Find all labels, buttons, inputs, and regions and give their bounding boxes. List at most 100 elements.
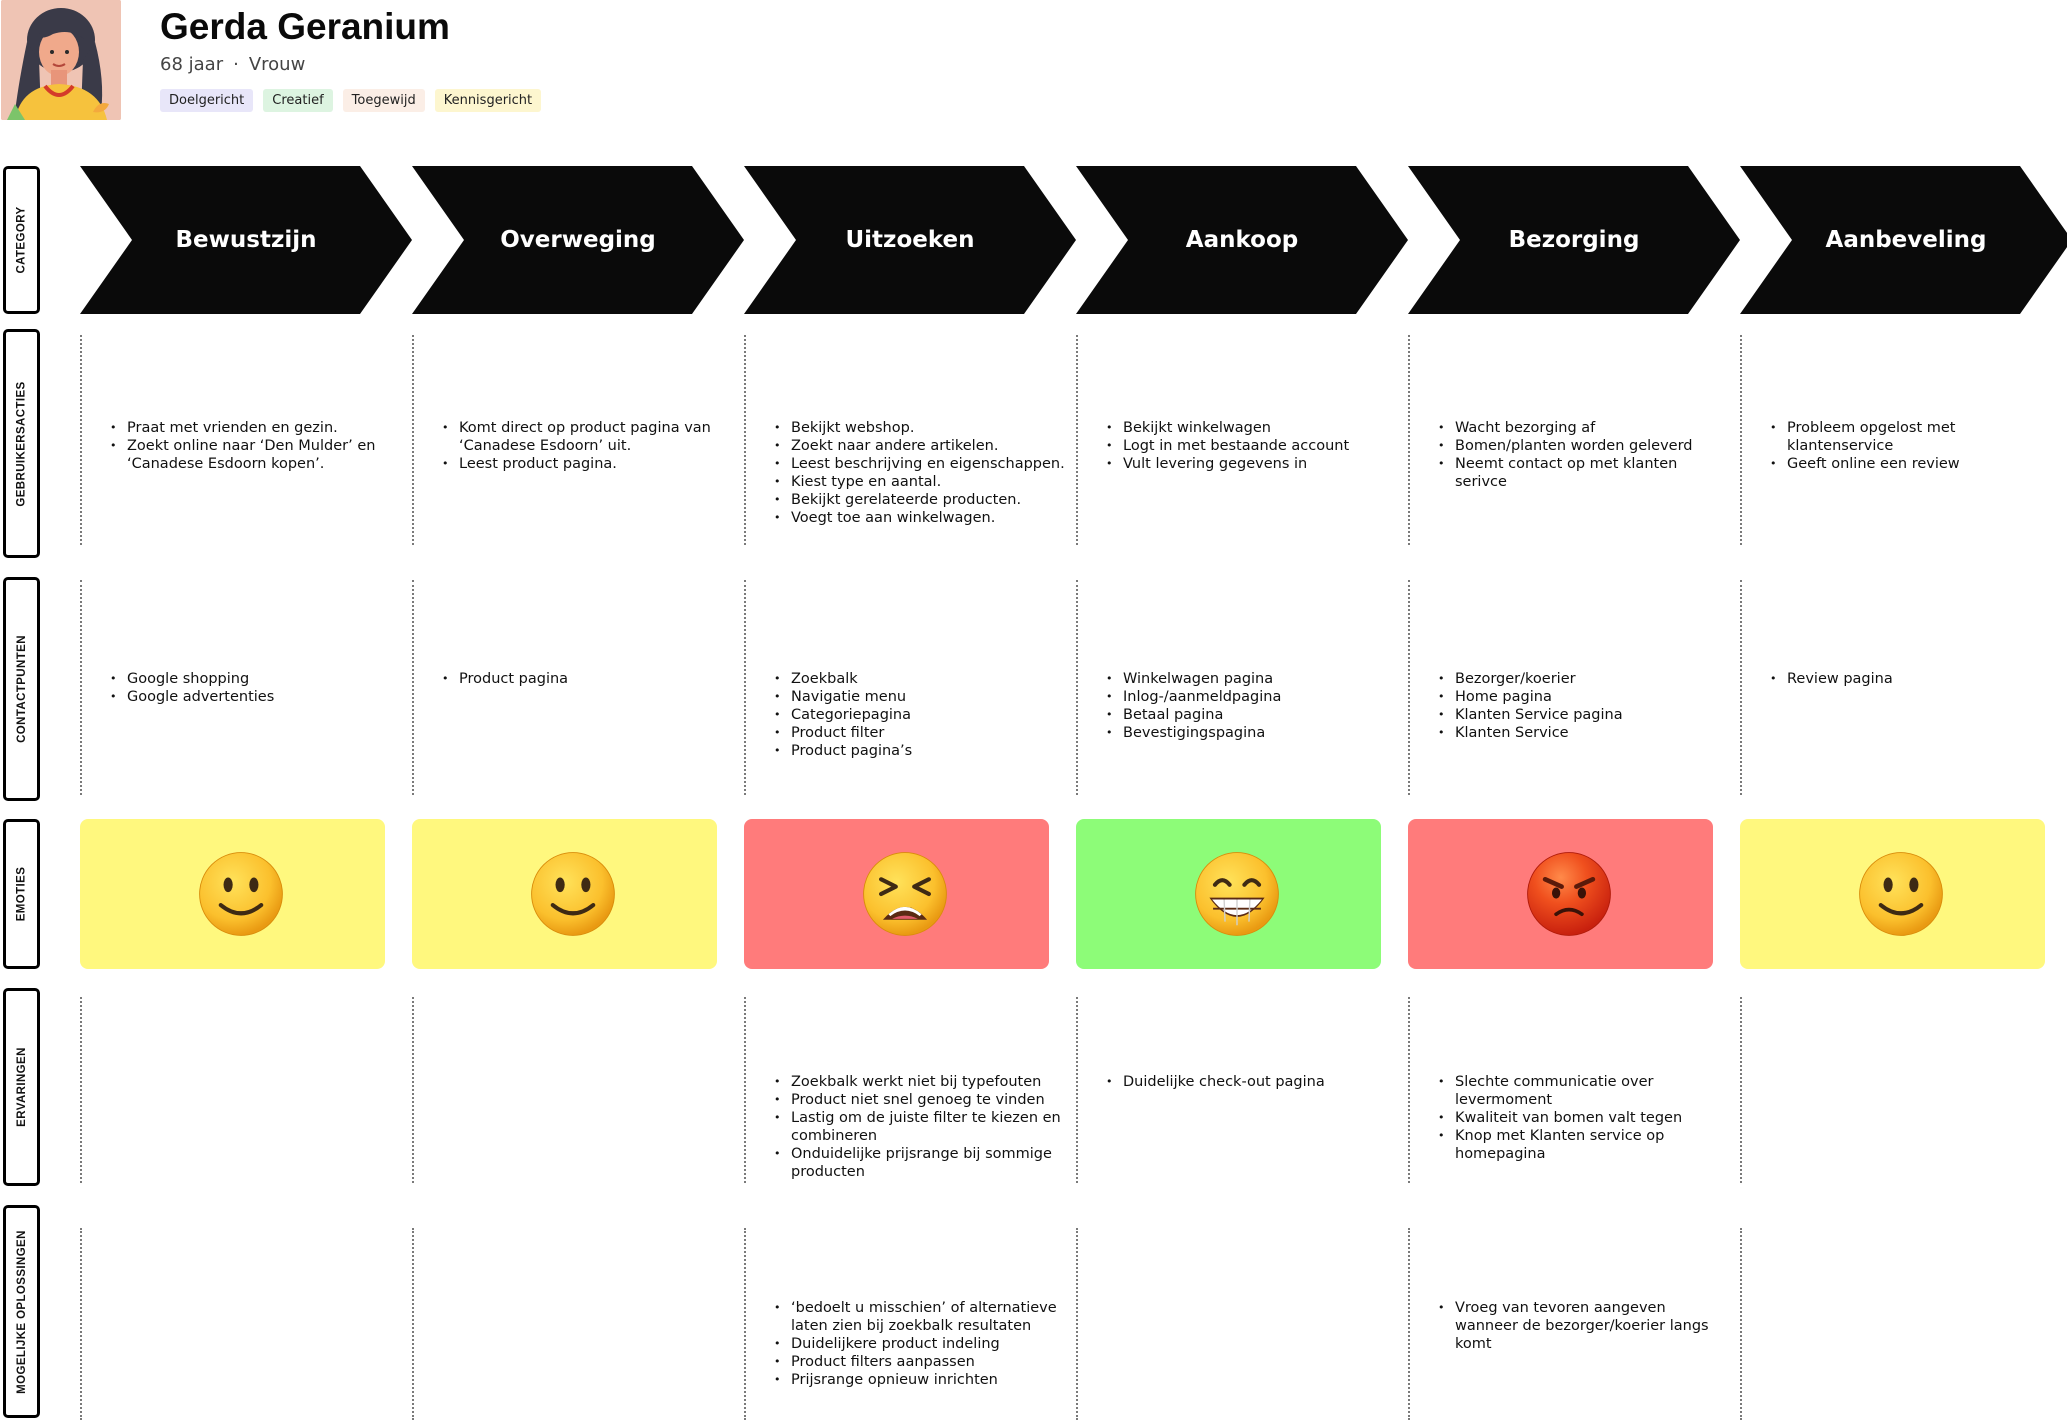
list-item: Geeft online een review bbox=[1770, 455, 2065, 473]
list-item: Bekijkt gerelateerde producten. bbox=[774, 491, 1069, 509]
row-label-category-text: CATEGORY bbox=[15, 206, 28, 274]
row-label-category: CATEGORY bbox=[3, 166, 40, 314]
solutions-cell-bewustzijn bbox=[80, 1228, 411, 1420]
row-label-solutions-text: MOGELIJKE OPLOSSINGEN bbox=[15, 1229, 28, 1394]
row-label-emotions-text: EMOTIES bbox=[15, 866, 28, 922]
solutions-list: ‘bedoelt u misschien’ of alternatieve la… bbox=[774, 1299, 1069, 1389]
slightly-smiling-face-icon bbox=[195, 848, 287, 940]
stage-uitzoeken: Uitzoeken bbox=[744, 166, 1076, 314]
list-item: Categoriepagina bbox=[774, 706, 1069, 724]
actions-cell-bewustzijn: Praat met vrienden en gezin.Zoekt online… bbox=[80, 335, 411, 545]
actions-list: Wacht bezorging afBomen/planten worden g… bbox=[1438, 419, 1733, 491]
emotion-card-uitzoeken bbox=[744, 819, 1049, 969]
list-item: Praat met vrienden en gezin. bbox=[110, 419, 405, 437]
list-item: Product filter bbox=[774, 724, 1069, 742]
stage-label: Uitzoeken bbox=[845, 227, 975, 253]
stage-chevron-shape bbox=[1076, 166, 1408, 314]
touchpoints-cell-aankoop: Winkelwagen paginaInlog-/aanmeldpaginaBe… bbox=[1076, 580, 1407, 795]
list-item: Duidelijke check-out pagina bbox=[1106, 1073, 1401, 1091]
list-item: Winkelwagen pagina bbox=[1106, 670, 1401, 688]
row-label-actions: GEBRUIKERSACTIES bbox=[3, 329, 40, 558]
touchpoints-cell-uitzoeken: ZoekbalkNavigatie menuCategoriepaginaPro… bbox=[744, 580, 1075, 795]
stage-aanbeveling: Aanbeveling bbox=[1740, 166, 2067, 314]
list-item: Wacht bezorging af bbox=[1438, 419, 1733, 437]
solutions-cell-bezorging: Vroeg van tevoren aangeven wanneer de be… bbox=[1408, 1228, 1739, 1420]
emotion-card-aanbeveling bbox=[1740, 819, 2045, 969]
tired-face-icon bbox=[859, 848, 951, 940]
solutions-cell-uitzoeken: ‘bedoelt u misschien’ of alternatieve la… bbox=[744, 1228, 1075, 1420]
row-label-experiences: ERVARINGEN bbox=[3, 988, 40, 1186]
actions-cell-bezorging: Wacht bezorging afBomen/planten worden g… bbox=[1408, 335, 1739, 545]
actions-list: Bekijkt winkelwagenLogt in met bestaande… bbox=[1106, 419, 1401, 473]
list-item: Vult levering gegevens in bbox=[1106, 455, 1401, 473]
slightly-smiling-face-icon bbox=[527, 848, 619, 940]
list-item: Zoekbalk werkt niet bij typefouten bbox=[774, 1073, 1069, 1091]
experiences-list: Zoekbalk werkt niet bij typefoutenProduc… bbox=[774, 1073, 1069, 1181]
persona-tags: Doelgericht Creatief Toegewijd Kennisgerich… bbox=[160, 89, 542, 112]
list-item: Onduidelijke prijsrange bij sommige prod… bbox=[774, 1145, 1069, 1181]
actions-cell-uitzoeken: Bekijkt webshop.Zoekt naar andere artike… bbox=[744, 335, 1075, 545]
list-item: Probleem opgelost met klantenservice bbox=[1770, 419, 2065, 455]
list-item: Prijsrange opnieuw inrichten bbox=[774, 1371, 1069, 1389]
tag-toegewijd: Toegewijd bbox=[342, 89, 425, 112]
list-item: Voegt toe aan winkelwagen. bbox=[774, 509, 1069, 527]
touchpoints-cell-bezorging: Bezorger/koerierHome paginaKlanten Servi… bbox=[1408, 580, 1739, 795]
stage-overweging: Overweging bbox=[412, 166, 744, 314]
row-label-actions-text: GEBRUIKERSACTIES bbox=[15, 380, 28, 507]
list-item: Slechte communicatie over levermoment bbox=[1438, 1073, 1733, 1109]
tag-creatief: Creatief bbox=[263, 89, 333, 112]
list-item: Leest beschrijving en eigenschappen. bbox=[774, 455, 1069, 473]
experiences-cell-overweging bbox=[412, 997, 743, 1183]
touchpoints-list: Bezorger/koerierHome paginaKlanten Servi… bbox=[1438, 670, 1733, 742]
actions-list: Komt direct op product pagina van ‘Canad… bbox=[442, 419, 737, 473]
list-item: Google advertenties bbox=[110, 688, 405, 706]
experiences-cell-bewustzijn bbox=[80, 997, 411, 1183]
list-item: Klanten Service bbox=[1438, 724, 1733, 742]
list-item: Neemt contact op met klanten serivce bbox=[1438, 455, 1733, 491]
experiences-cell-aanbeveling bbox=[1740, 997, 2067, 1183]
actions-list: Probleem opgelost met klantenserviceGeef… bbox=[1770, 419, 2065, 473]
list-item: Duidelijkere product indeling bbox=[774, 1335, 1069, 1353]
emotion-card-bewustzijn bbox=[80, 819, 385, 969]
stage-label: Bezorging bbox=[1508, 227, 1640, 253]
list-item: Vroeg van tevoren aangeven wanneer de be… bbox=[1438, 1299, 1733, 1353]
tag-kennisgericht: Kennisgericht bbox=[434, 89, 542, 112]
stage-chevron-shape bbox=[80, 166, 412, 314]
stage-label: Aankoop bbox=[1185, 227, 1299, 253]
stage-bezorging: Bezorging bbox=[1408, 166, 1740, 314]
list-item: Zoekt naar andere artikelen. bbox=[774, 437, 1069, 455]
row-label-emotions: EMOTIES bbox=[3, 819, 40, 969]
list-item: Bomen/planten worden geleverd bbox=[1438, 437, 1733, 455]
stage-chevron-shape bbox=[744, 166, 1076, 314]
experiences-cell-uitzoeken: Zoekbalk werkt niet bij typefoutenProduc… bbox=[744, 997, 1075, 1183]
list-item: Leest product pagina. bbox=[442, 455, 737, 473]
list-item: Product filters aanpassen bbox=[774, 1353, 1069, 1371]
list-item: Logt in met bestaande account bbox=[1106, 437, 1401, 455]
list-item: Klanten Service pagina bbox=[1438, 706, 1733, 724]
slightly-smiling-face-icon bbox=[1855, 848, 1947, 940]
list-item: Kwaliteit van bomen valt tegen bbox=[1438, 1109, 1733, 1127]
list-item: Product niet snel genoeg te vinden bbox=[774, 1091, 1069, 1109]
actions-list: Praat met vrienden en gezin.Zoekt online… bbox=[110, 419, 405, 473]
persona-gender: Vrouw bbox=[248, 54, 306, 75]
row-label-solutions: MOGELIJKE OPLOSSINGEN bbox=[3, 1205, 40, 1418]
actions-list: Bekijkt webshop.Zoekt naar andere artike… bbox=[774, 419, 1069, 527]
solutions-list: Vroeg van tevoren aangeven wanneer de be… bbox=[1438, 1299, 1733, 1353]
experiences-list: Duidelijke check-out pagina bbox=[1106, 1073, 1401, 1091]
list-item: Zoekt online naar ‘Den Mulder’ en ‘Canad… bbox=[110, 437, 405, 473]
touchpoints-list: ZoekbalkNavigatie menuCategoriepaginaPro… bbox=[774, 670, 1069, 760]
experiences-cell-aankoop: Duidelijke check-out pagina bbox=[1076, 997, 1407, 1183]
solutions-cell-overweging bbox=[412, 1228, 743, 1420]
list-item: Home pagina bbox=[1438, 688, 1733, 706]
persona-age: 68 jaar bbox=[160, 54, 224, 75]
tag-doelgericht: Doelgericht bbox=[160, 89, 254, 112]
list-item: Bezorger/koerier bbox=[1438, 670, 1733, 688]
list-item: Betaal pagina bbox=[1106, 706, 1401, 724]
list-item: Zoekbalk bbox=[774, 670, 1069, 688]
list-item: Review pagina bbox=[1770, 670, 2065, 688]
solutions-cell-aanbeveling bbox=[1740, 1228, 2067, 1420]
touchpoints-cell-aanbeveling: Review pagina bbox=[1740, 580, 2067, 795]
stage-label: Bewustzijn bbox=[175, 227, 317, 253]
touchpoints-list: Review pagina bbox=[1770, 670, 2065, 688]
stage-aankoop: Aankoop bbox=[1076, 166, 1408, 314]
